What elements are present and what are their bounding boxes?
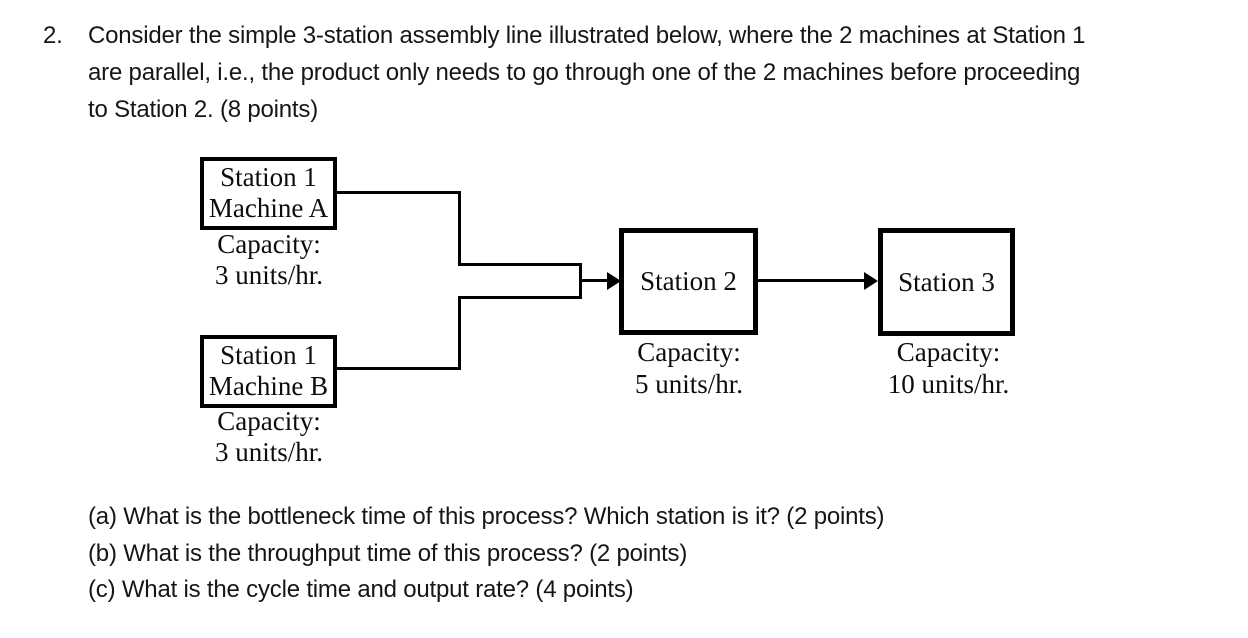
merge-pipe (458, 263, 582, 299)
merge-vertical-upper (458, 191, 461, 263)
statement-line-3: to Station 2. (8 points) (88, 96, 318, 123)
station3-title: Station 3 (898, 266, 995, 297)
station1-machine-a-box: Station 1 Machine A (200, 157, 337, 230)
statement-line-1: Consider the simple 3-station assembly l… (88, 22, 1086, 49)
capacity-label: Capacity: (217, 229, 321, 259)
question-b: (b) What is the throughput time of this … (88, 539, 688, 567)
capacity-value: 10 units/hr. (887, 369, 1010, 399)
question-list: (a) What is the bottleneck time of this … (88, 499, 885, 609)
capacity-value: 3 units/hr. (214, 260, 323, 290)
arrow-to-station3-shaft (758, 279, 865, 282)
station1-machine-a-capacity: Capacity: 3 units/hr. (188, 229, 350, 291)
station3-box: Station 3 (878, 228, 1015, 336)
station1-machine-b-title: Station 1 (220, 340, 317, 370)
merge-vertical-lower (458, 296, 461, 370)
arrow-to-station2-shaft (582, 279, 610, 282)
capacity-label: Capacity: (896, 337, 1001, 367)
capacity-label: Capacity: (217, 406, 321, 436)
station1-machine-a-subtitle: Machine A (208, 193, 329, 223)
connector-machine-a-horizontal (337, 191, 461, 194)
station1-machine-b-box: Station 1 Machine B (200, 335, 337, 408)
problem-statement: Consider the simple 3-station assembly l… (88, 17, 1086, 128)
question-c: (c) What is the cycle time and output ra… (88, 576, 634, 603)
arrow-to-station3-head-icon (864, 272, 878, 290)
capacity-value: 3 units/hr. (214, 437, 323, 467)
capacity-value: 5 units/hr. (634, 369, 743, 399)
station3-capacity: Capacity: 10 units/hr. (866, 336, 1031, 400)
problem-number: 2. (43, 22, 63, 49)
station1-machine-b-capacity: Capacity: 3 units/hr. (188, 406, 350, 468)
station2-box: Station 2 (619, 228, 758, 335)
capacity-label: Capacity: (637, 337, 741, 367)
station2-capacity: Capacity: 5 units/hr. (608, 336, 770, 400)
station1-machine-b-subtitle: Machine B (208, 371, 329, 401)
station2-title: Station 2 (640, 266, 737, 296)
arrow-to-station2-head-icon (607, 272, 621, 290)
station1-machine-a-title: Station 1 (220, 162, 317, 192)
question-a: (a) What is the bottleneck time of this … (88, 503, 885, 530)
statement-line-2: are parallel, i.e., the product only nee… (88, 59, 1081, 86)
connector-machine-b-horizontal (337, 367, 461, 370)
